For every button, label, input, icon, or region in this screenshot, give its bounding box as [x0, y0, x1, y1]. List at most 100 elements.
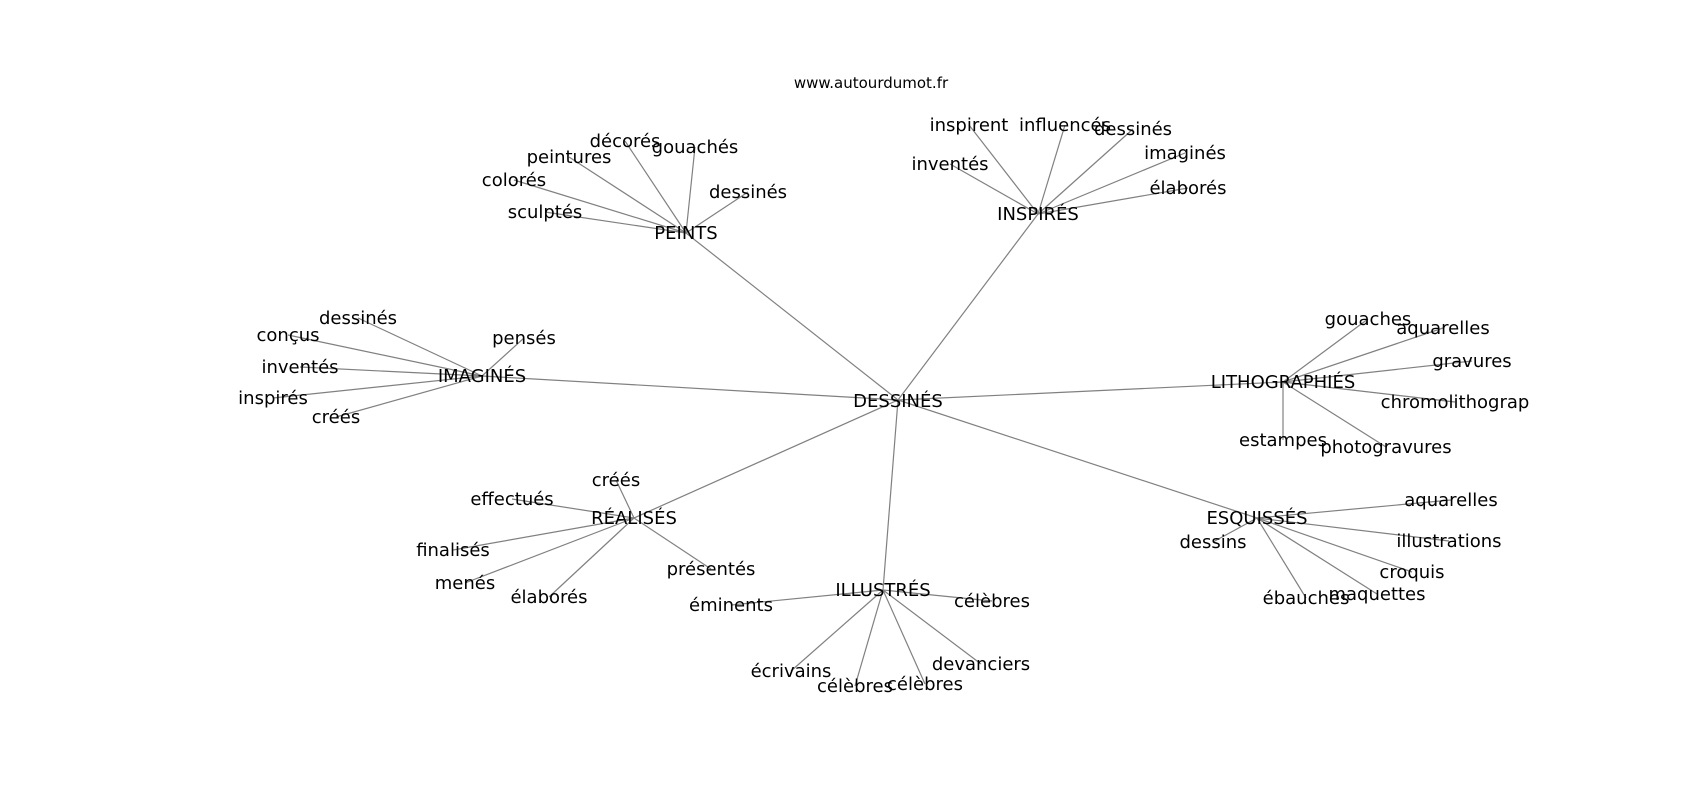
- edge-lithographies-leaf-2: [1282, 360, 1473, 383]
- hub-node-imagines[interactable]: IMAGINÉS: [438, 365, 526, 387]
- edge-esquisses-leaf-3: [1256, 517, 1413, 573]
- leaf-node-esquisses-4[interactable]: ébauches: [1263, 588, 1350, 609]
- edge-realises-leaf-0: [615, 479, 635, 519]
- leaf-node-lithographies-5[interactable]: photogravures: [1320, 437, 1451, 458]
- leaf-node-realises-0[interactable]: créés: [592, 470, 640, 491]
- leaf-node-lithographies-4[interactable]: estampes: [1239, 430, 1327, 451]
- hub-node-esquisses[interactable]: ESQUISSÉS: [1206, 507, 1307, 529]
- hub-node-inspires[interactable]: INSPIRÉS: [997, 203, 1079, 225]
- edge-inspires-leaf-4: [949, 163, 1039, 215]
- edge-esquisses-leaf-5: [1256, 517, 1378, 595]
- leaf-node-esquisses-3[interactable]: croquis: [1379, 562, 1444, 583]
- leaf-node-realises-4[interactable]: menés: [435, 573, 495, 594]
- leaf-node-peints-4[interactable]: dessinés: [709, 182, 787, 203]
- leaf-node-peints-1[interactable]: gouachés: [652, 137, 739, 158]
- edge-center-esquisses: [897, 399, 1258, 519]
- edge-illustres-leaf-4: [854, 589, 884, 687]
- edge-esquisses-leaf-2: [1256, 517, 1450, 542]
- leaf-node-realises-5[interactable]: élaborés: [510, 587, 587, 608]
- leaf-node-peints-0[interactable]: décorés: [590, 131, 661, 152]
- hub-node-realises[interactable]: RÉALISÉS: [591, 507, 677, 529]
- leaf-node-illustres-0[interactable]: éminents: [689, 595, 773, 616]
- edge-peints-leaf-0: [624, 140, 687, 234]
- leaf-node-peints-2[interactable]: peintures: [527, 147, 612, 168]
- edge-peints-leaf-3: [513, 179, 687, 234]
- edge-illustres-leaf-0: [730, 589, 884, 606]
- leaf-node-inspires-4[interactable]: inventés: [911, 154, 988, 175]
- leaf-node-illustres-4[interactable]: célèbres: [817, 676, 893, 697]
- edge-inspires-leaf-2: [1037, 128, 1134, 215]
- leaf-node-imagines-2[interactable]: pensés: [492, 328, 556, 349]
- edges-layer: [272, 124, 1473, 687]
- edge-lithographies-leaf-1: [1282, 327, 1444, 383]
- leaf-node-inspires-3[interactable]: imaginés: [1144, 143, 1226, 164]
- labels-layer: www.autourdumot.fr DESSINÉS PEINTS décoré…: [238, 74, 1529, 697]
- leaf-node-illustres-3[interactable]: écrivains: [751, 661, 832, 682]
- edge-center-illustres: [882, 399, 899, 591]
- edge-inspires-leaf-3: [1037, 152, 1186, 215]
- edge-inspires-leaf-1: [1037, 124, 1066, 215]
- edge-center-peints: [685, 232, 899, 401]
- leaf-node-illustres-2[interactable]: devanciers: [932, 654, 1030, 675]
- leaf-node-peints-3[interactable]: colorés: [482, 170, 546, 191]
- leaf-node-imagines-0[interactable]: dessinés: [319, 308, 397, 329]
- leaf-node-inspires-2[interactable]: dessinés: [1094, 119, 1172, 140]
- leaf-node-lithographies-2[interactable]: gravures: [1432, 351, 1511, 372]
- edge-inspires-leaf-0: [968, 124, 1039, 215]
- edge-peints-leaf-5: [544, 211, 687, 234]
- center-node[interactable]: DESSINÉS: [853, 390, 943, 412]
- edge-center-lithographies: [897, 381, 1284, 401]
- edge-lithographies-leaf-5: [1282, 381, 1387, 448]
- edge-peints-leaf-2: [568, 156, 687, 234]
- hub-node-lithographies[interactable]: LITHOGRAPHIÉS: [1211, 371, 1356, 393]
- hub-node-peints[interactable]: PEINTS: [654, 223, 717, 244]
- hub-node-illustres[interactable]: ILLUSTRÉS: [835, 579, 930, 601]
- source-watermark: www.autourdumot.fr: [794, 74, 949, 92]
- edge-imagines-leaf-5: [335, 375, 483, 418]
- edge-lithographies-leaf-0: [1282, 318, 1369, 383]
- edge-inspires-leaf-5: [1037, 187, 1189, 215]
- edge-lithographies-leaf-3: [1282, 381, 1456, 403]
- edge-esquisses-leaf-1: [1212, 517, 1258, 543]
- leaf-node-lithographies-0[interactable]: gouaches: [1325, 309, 1412, 330]
- leaf-node-lithographies-3[interactable]: chromolithograp: [1381, 392, 1530, 413]
- edge-illustres-leaf-1: [882, 589, 993, 602]
- leaf-node-inspires-0[interactable]: inspirent: [930, 115, 1009, 136]
- leaf-node-peints-5[interactable]: sculptés: [508, 202, 583, 223]
- leaf-node-imagines-4[interactable]: inspirés: [238, 388, 308, 409]
- edge-realises-leaf-5: [548, 517, 635, 598]
- edge-center-realises: [633, 399, 899, 519]
- edge-center-inspires: [897, 213, 1039, 401]
- leaf-node-illustres-1[interactable]: célèbres: [954, 591, 1030, 612]
- leaf-node-esquisses-2[interactable]: illustrations: [1396, 531, 1501, 552]
- leaf-node-inspires-5[interactable]: élaborés: [1149, 178, 1226, 199]
- edge-imagines-leaf-3: [299, 366, 483, 377]
- leaf-node-imagines-1[interactable]: conçus: [257, 325, 320, 346]
- leaf-node-lithographies-1[interactable]: aquarelles: [1396, 318, 1489, 339]
- leaf-node-inspires-1[interactable]: influencés: [1019, 115, 1111, 136]
- edge-realises-leaf-2: [452, 517, 635, 551]
- edge-illustres-leaf-5: [882, 589, 926, 685]
- leaf-node-illustres-5[interactable]: célèbres: [887, 674, 963, 695]
- edge-illustres-leaf-2: [882, 589, 982, 665]
- edge-esquisses-leaf-0: [1256, 499, 1452, 519]
- leaf-node-esquisses-0[interactable]: aquarelles: [1404, 490, 1497, 511]
- edge-illustres-leaf-3: [790, 589, 884, 672]
- leaf-node-realises-3[interactable]: présentés: [667, 559, 756, 580]
- edge-realises-leaf-1: [511, 498, 635, 519]
- edge-realises-leaf-3: [633, 517, 712, 570]
- leaf-node-realises-1[interactable]: effectués: [470, 489, 553, 510]
- edge-peints-leaf-1: [685, 146, 696, 234]
- edge-imagines-leaf-0: [357, 317, 483, 377]
- edge-imagines-leaf-1: [287, 334, 483, 377]
- leaf-node-esquisses-1[interactable]: dessins: [1179, 532, 1246, 553]
- leaf-node-imagines-5[interactable]: créés: [312, 407, 360, 428]
- edge-imagines-leaf-2: [481, 337, 525, 377]
- edge-center-imagines: [481, 375, 899, 401]
- leaf-node-esquisses-5[interactable]: maquettes: [1328, 584, 1425, 605]
- edge-peints-leaf-4: [685, 191, 749, 234]
- leaf-node-realises-2[interactable]: finalisés: [416, 540, 490, 561]
- leaf-node-imagines-3[interactable]: inventés: [261, 357, 338, 378]
- edge-realises-leaf-4: [464, 517, 635, 584]
- edge-esquisses-leaf-4: [1256, 517, 1307, 599]
